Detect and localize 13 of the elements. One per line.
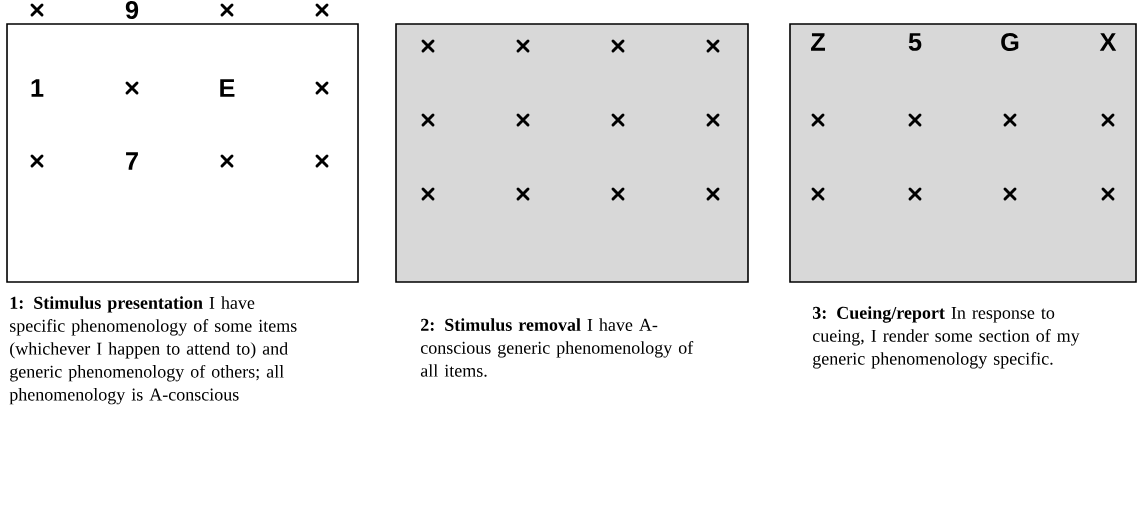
array-character: Z	[811, 33, 825, 51]
array-character: X	[1099, 33, 1117, 51]
array-character: G	[1001, 33, 1019, 51]
caption-text: 1: Stimulus presentation I have specific phenomenology of some items (whichever I happen to attend to) and generic phenomenology of others; all phenomenology is A-conscious	[9, 296, 297, 405]
caption-text: 2: Stimulus removal I have A-conscious generic phenomenology of all items.	[420, 318, 694, 377]
array-character: E	[220, 79, 235, 97]
panel-box	[6, 23, 359, 283]
array-character: 5	[908, 33, 922, 51]
panel-box	[789, 23, 1137, 283]
panel-box	[395, 23, 749, 283]
caption-text: 3: Cueing/report In response to cueing, I render some section of my generic phenomenology specific.	[812, 306, 1080, 369]
array-character: 1	[31, 79, 44, 97]
array-character: 7	[126, 152, 138, 170]
